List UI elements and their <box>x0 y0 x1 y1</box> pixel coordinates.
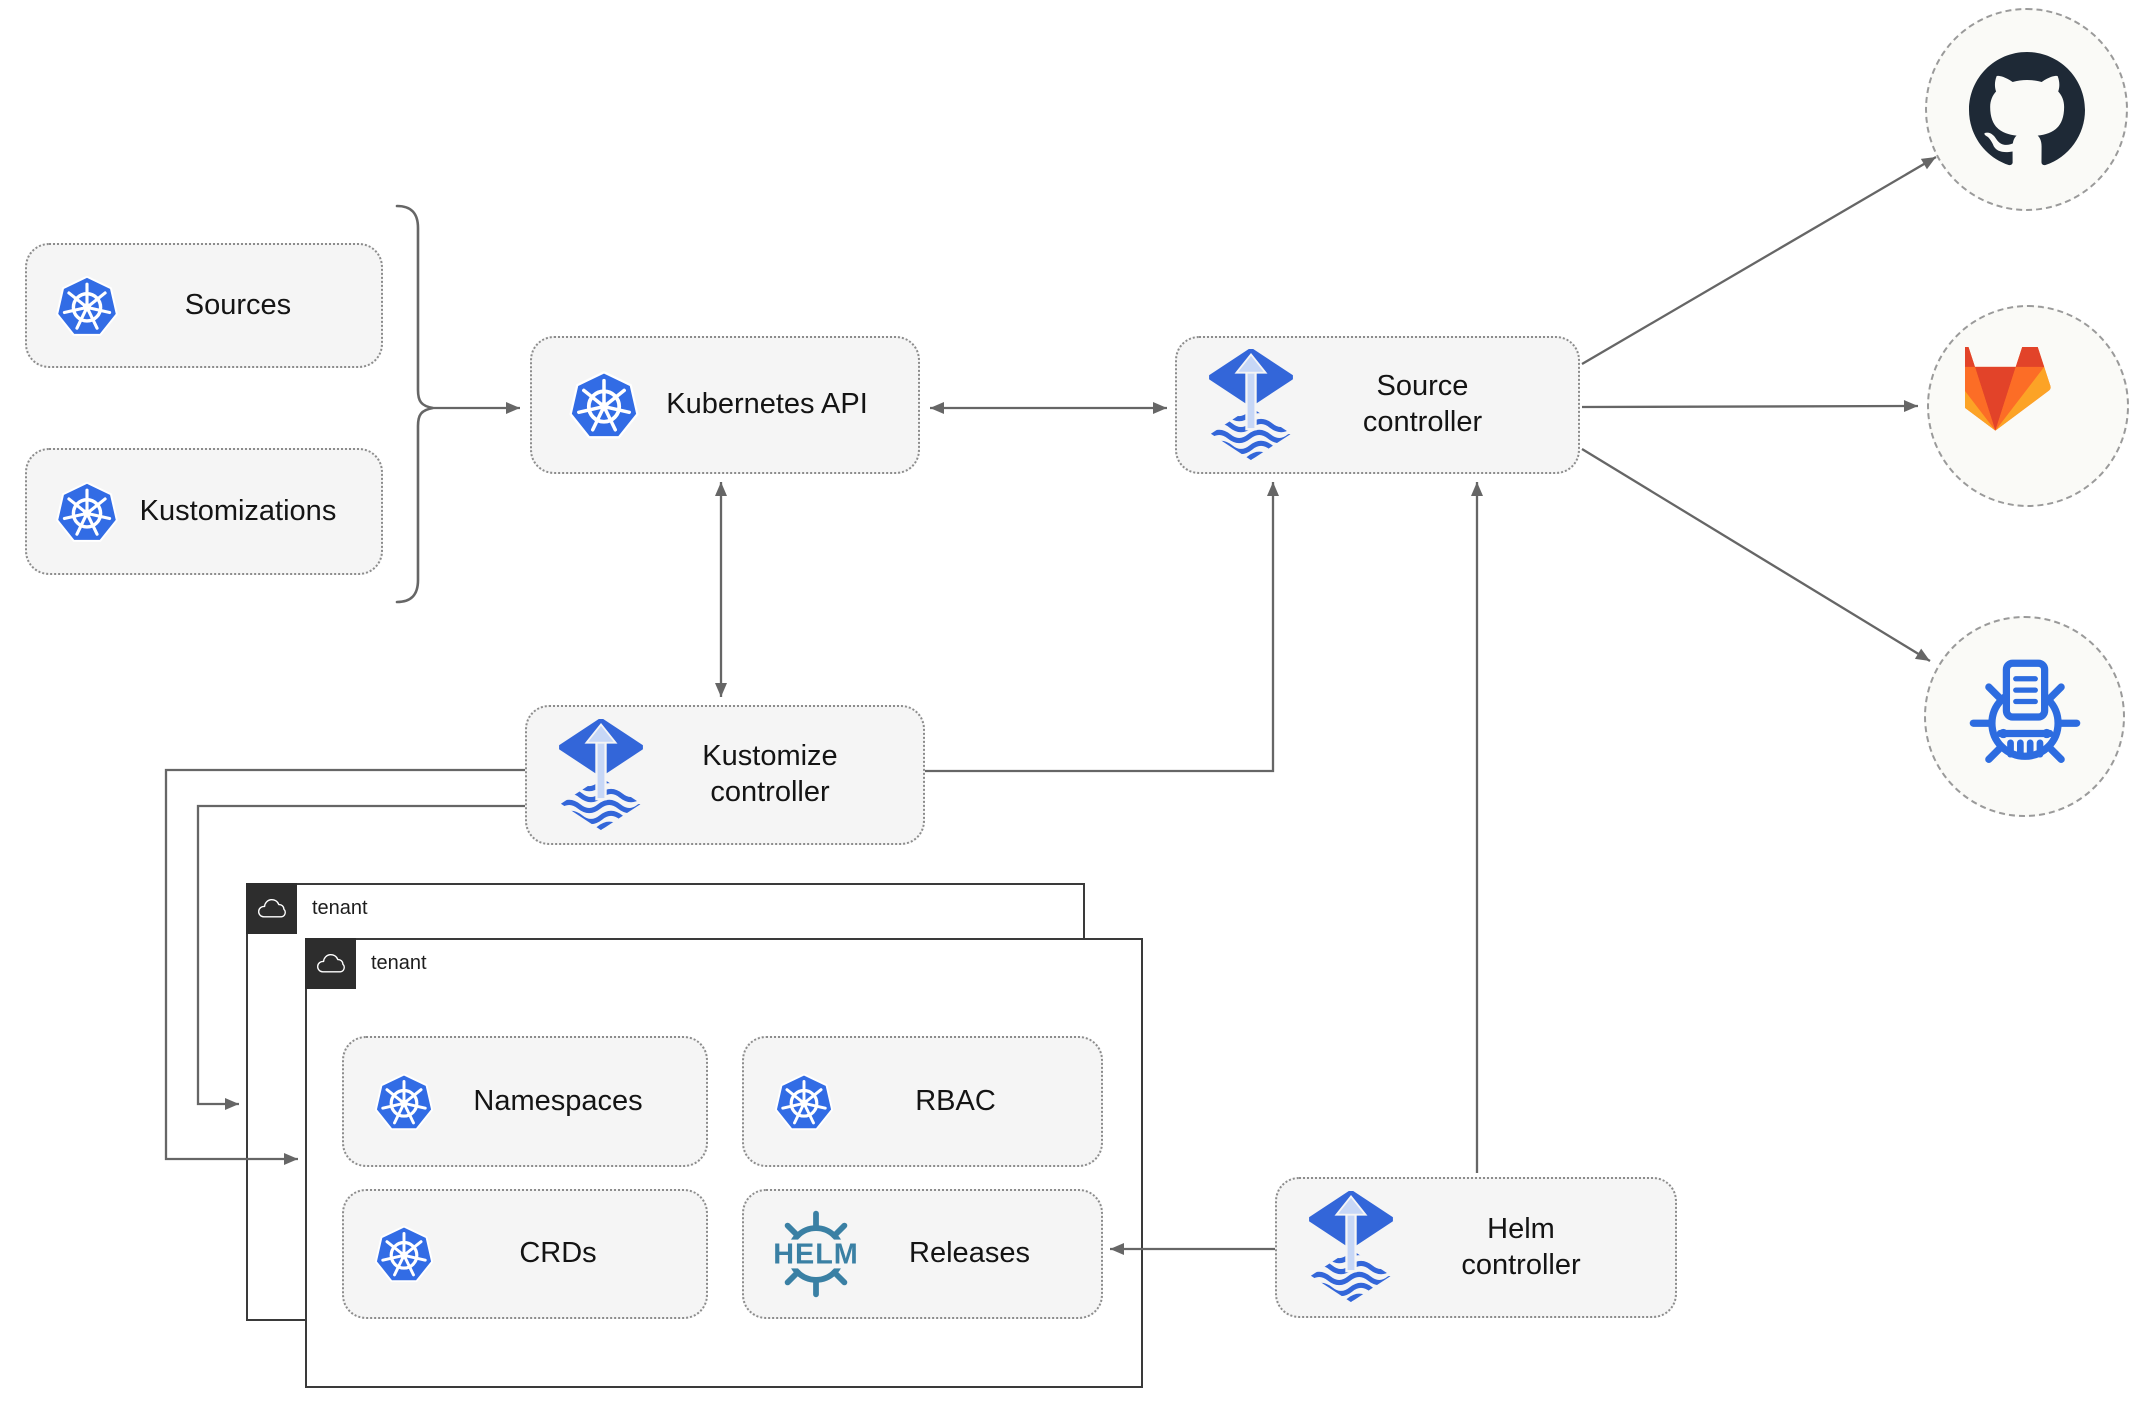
kubernetes-icon <box>344 1070 436 1134</box>
node-label: Namespaces <box>473 1084 643 1117</box>
node-helm-controller: Helm controller <box>1275 1177 1677 1318</box>
kubernetes-icon <box>566 367 642 443</box>
node-manifest-registry <box>1924 616 2125 817</box>
flux-icon <box>1277 1191 1393 1304</box>
node-label: Kustomizations <box>139 494 337 527</box>
node-github <box>1925 8 2128 211</box>
cloud-icon <box>305 938 356 989</box>
cloud-icon <box>246 883 297 934</box>
node-label: Releases <box>909 1237 1030 1270</box>
edge-source-controller-to-github <box>1581 156 1937 365</box>
kubernetes-icon <box>27 272 121 340</box>
bracket-sources-group <box>395 204 434 604</box>
node-rbac: RBAC <box>742 1036 1103 1167</box>
node-crds: CRDs <box>342 1189 708 1319</box>
gitlab-icon <box>1965 347 2091 465</box>
node-label: Source controller <box>1293 369 1578 441</box>
node-label-text: Source controller <box>1362 370 1483 438</box>
flux-icon <box>1309 1191 1393 1304</box>
helm-icon: HELM <box>768 1210 864 1298</box>
node-label: RBAC <box>915 1084 996 1117</box>
node-source-controller: Source controller <box>1175 336 1580 474</box>
flux-icon <box>527 719 643 832</box>
node-label: Kustomize controller <box>643 739 923 811</box>
cloud-icon <box>314 952 348 976</box>
node-label-text: Helm controller <box>1461 1212 1581 1281</box>
kubernetes-icon <box>372 1222 436 1286</box>
kubernetes-icon <box>27 478 121 546</box>
kubernetes-icon <box>53 478 121 546</box>
kubernetes-icon <box>532 367 642 443</box>
node-kustomize-controller: Kustomize controller <box>525 705 925 845</box>
node-kubernetes-api: Kubernetes API <box>530 336 920 474</box>
github-icon <box>1969 52 2085 168</box>
flux-icon <box>1177 349 1293 462</box>
tenant-label: tenant <box>371 952 427 974</box>
kubernetes-icon <box>744 1070 836 1134</box>
node-label: Sources <box>184 288 292 321</box>
node-label-text: Kustomize controller <box>702 740 838 808</box>
node-sources: Sources <box>25 243 383 368</box>
kubernetes-icon <box>372 1070 436 1134</box>
tenant-label: tenant <box>312 897 368 919</box>
flux-icon <box>559 719 643 832</box>
flux-icon <box>1209 349 1293 462</box>
helm-logo-text: HELM <box>773 1239 858 1271</box>
kubernetes-icon <box>772 1070 836 1134</box>
kubernetes-icon <box>53 272 121 340</box>
manifest-registry-icon <box>1963 655 2087 779</box>
cloud-icon <box>255 897 289 921</box>
node-label: Kubernetes API <box>666 388 868 421</box>
node-namespaces: Namespaces <box>342 1036 708 1167</box>
helm-icon: HELM <box>744 1206 864 1302</box>
kubernetes-icon <box>344 1222 436 1286</box>
node-gitlab <box>1927 305 2129 507</box>
node-releases: HELM Releases <box>742 1189 1103 1319</box>
node-label: Helm controller <box>1393 1212 1675 1284</box>
edge-source-controller-to-gitlab <box>1581 400 1919 413</box>
edge-kustomize-to-source-controller <box>925 482 1279 773</box>
edge-source-controller-to-registry <box>1581 448 1931 662</box>
node-kustomizations: Kustomizations <box>25 448 383 575</box>
node-label: CRDs <box>519 1237 597 1270</box>
